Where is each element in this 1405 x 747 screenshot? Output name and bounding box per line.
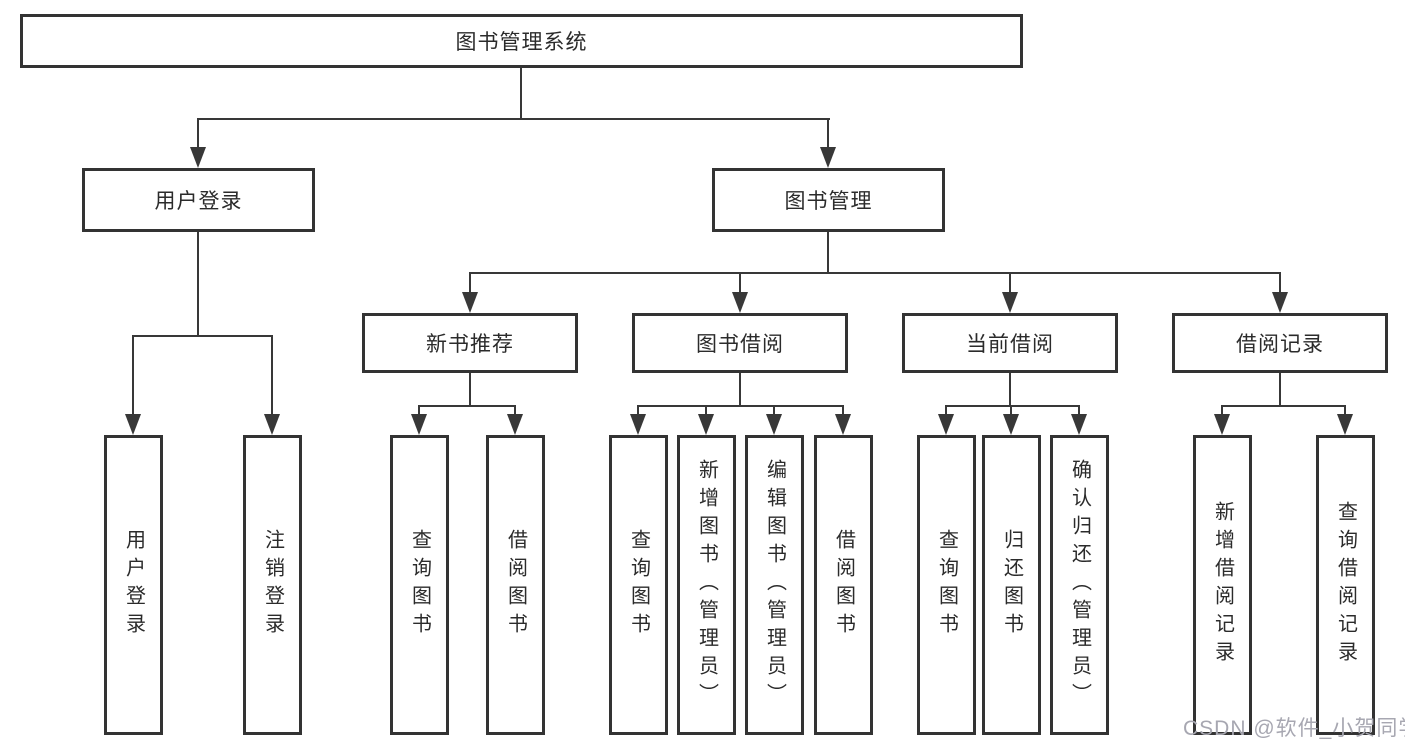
connector-line [514, 405, 516, 417]
arrowhead-down-icon [835, 414, 851, 435]
leaf-add-books-admin: 新增图书（管理员） [677, 435, 736, 735]
connector-line [520, 68, 522, 119]
connector-line [418, 405, 516, 407]
arrowhead-down-icon [411, 414, 427, 435]
node-label: 归还图书 [1000, 529, 1023, 641]
connector-line [197, 232, 199, 337]
node-label: 注销登录 [261, 529, 284, 641]
arrowhead-down-icon [507, 414, 523, 435]
node-current-borrowing: 当前借阅 [902, 313, 1118, 373]
node-label: 新增图书（管理员） [695, 459, 718, 711]
arrowhead-down-icon [462, 292, 478, 313]
leaf-return-books: 归还图书 [982, 435, 1041, 735]
connector-line [132, 335, 134, 416]
connector-line [469, 272, 471, 295]
arrowhead-down-icon [1272, 292, 1288, 313]
connector-line [1344, 405, 1346, 417]
connector-line [1221, 405, 1223, 417]
connector-line [1009, 272, 1011, 295]
leaf-query-books-borrowing: 查询图书 [609, 435, 668, 735]
arrowhead-down-icon [766, 414, 782, 435]
connector-line [827, 232, 829, 274]
arrowhead-down-icon [1003, 414, 1019, 435]
leaf-edit-books-admin: 编辑图书（管理员） [745, 435, 804, 735]
node-label: 当前借阅 [966, 333, 1054, 356]
arrowhead-down-icon [1337, 414, 1353, 435]
node-label: 查询图书 [935, 529, 958, 641]
arrowhead-down-icon [698, 414, 714, 435]
node-label: 新书推荐 [426, 333, 514, 356]
connector-line [197, 118, 199, 149]
arrowhead-down-icon [1071, 414, 1087, 435]
node-label: 用户登录 [122, 529, 145, 641]
leaf-logout: 注销登录 [243, 435, 302, 735]
connector-line [827, 118, 829, 149]
connector-line [469, 272, 1281, 274]
connector-line [418, 405, 420, 417]
node-label: 用户登录 [154, 190, 243, 213]
leaf-query-books-current: 查询图书 [917, 435, 976, 735]
node-label: 图书管理 [784, 190, 873, 213]
node-user-login: 用户登录 [82, 168, 315, 232]
arrowhead-down-icon [1214, 414, 1230, 435]
arrowhead-down-icon [125, 414, 141, 435]
node-borrowing-records: 借阅记录 [1172, 313, 1388, 373]
leaf-add-borrow-record: 新增借阅记录 [1193, 435, 1252, 735]
node-label: 查询图书 [627, 529, 650, 641]
node-label: 查询借阅记录 [1334, 501, 1357, 669]
node-label: 借阅图书 [832, 529, 855, 641]
csdn-watermark: CSDN @软件_小贺同学 [1183, 717, 1405, 740]
connector-line [1279, 373, 1281, 407]
node-label: 图书管理系统 [455, 31, 588, 54]
leaf-borrow-books-recommend: 借阅图书 [486, 435, 545, 735]
arrowhead-down-icon [630, 414, 646, 435]
arrowhead-down-icon [938, 414, 954, 435]
connector-line [1279, 272, 1281, 295]
connector-line [705, 405, 707, 417]
node-label: 新增借阅记录 [1211, 501, 1234, 669]
connector-line [945, 405, 1080, 407]
connector-line [1009, 373, 1011, 407]
connector-line [1078, 405, 1080, 417]
connector-line [637, 405, 844, 407]
connector-line [1221, 405, 1345, 407]
arrowhead-down-icon [820, 147, 836, 168]
node-label: 编辑图书（管理员） [763, 459, 786, 711]
connector-line [945, 405, 947, 417]
connector-line [469, 373, 471, 407]
leaf-confirm-return-admin: 确认归还（管理员） [1050, 435, 1109, 735]
connector-line [773, 405, 775, 417]
node-label: 图书借阅 [696, 333, 784, 356]
leaf-query-borrow-record: 查询借阅记录 [1316, 435, 1375, 735]
connector-line [842, 405, 844, 417]
node-label: 确认归还（管理员） [1068, 459, 1091, 711]
node-label: 借阅图书 [504, 529, 527, 641]
connector-line [637, 405, 639, 417]
node-label: 查询图书 [408, 529, 431, 641]
connector-line [132, 335, 273, 337]
leaf-query-books-recommend: 查询图书 [390, 435, 449, 735]
node-book-borrowing: 图书借阅 [632, 313, 848, 373]
connector-line [1010, 405, 1012, 417]
leaf-user-login: 用户登录 [104, 435, 163, 735]
node-book-management: 图书管理 [712, 168, 945, 232]
leaf-borrow-books: 借阅图书 [814, 435, 873, 735]
arrowhead-down-icon [1002, 292, 1018, 313]
connector-line [271, 335, 273, 416]
arrowhead-down-icon [732, 292, 748, 313]
node-label: 借阅记录 [1236, 333, 1324, 356]
arrowhead-down-icon [190, 147, 206, 168]
connector-line [739, 373, 741, 407]
arrowhead-down-icon [264, 414, 280, 435]
connector-line [739, 272, 741, 295]
node-root-library-management-system: 图书管理系统 [20, 14, 1023, 68]
node-new-book-recommendation: 新书推荐 [362, 313, 578, 373]
connector-line [197, 118, 830, 120]
